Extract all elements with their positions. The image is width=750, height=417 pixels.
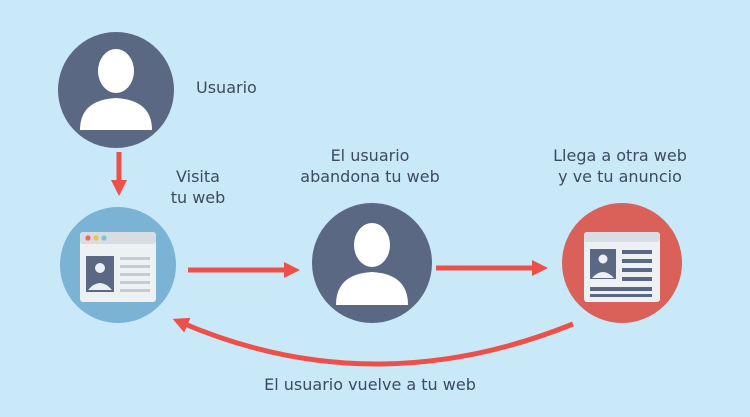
ad-node (562, 203, 682, 323)
leave-label-line1: El usuario (330, 146, 410, 165)
user-silhouette-icon (336, 223, 408, 305)
return-arrow (172, 317, 574, 367)
visit-label-line1: Visita (176, 167, 220, 186)
other-web-label-line2: y ve tu anuncio (558, 167, 682, 186)
other-web-label: Llega a otra web y ve tu anuncio (540, 145, 700, 187)
other-web-label-line1: Llega a otra web (553, 146, 687, 165)
newspaper-icon (584, 232, 660, 302)
user-node (58, 32, 174, 148)
browser-window-icon (80, 232, 156, 302)
leaving-user-node (312, 203, 432, 323)
user-silhouette-icon (80, 49, 152, 130)
visit-label-line2: tu web (170, 188, 226, 207)
leave-label-line2: abandona tu web (300, 167, 440, 186)
visit-label: Visita tu web (158, 166, 238, 208)
website-node (60, 207, 176, 323)
leave-label: El usuario abandona tu web (290, 145, 450, 187)
user-label: Usuario (196, 78, 257, 97)
return-label: El usuario vuelve a tu web (264, 375, 476, 394)
